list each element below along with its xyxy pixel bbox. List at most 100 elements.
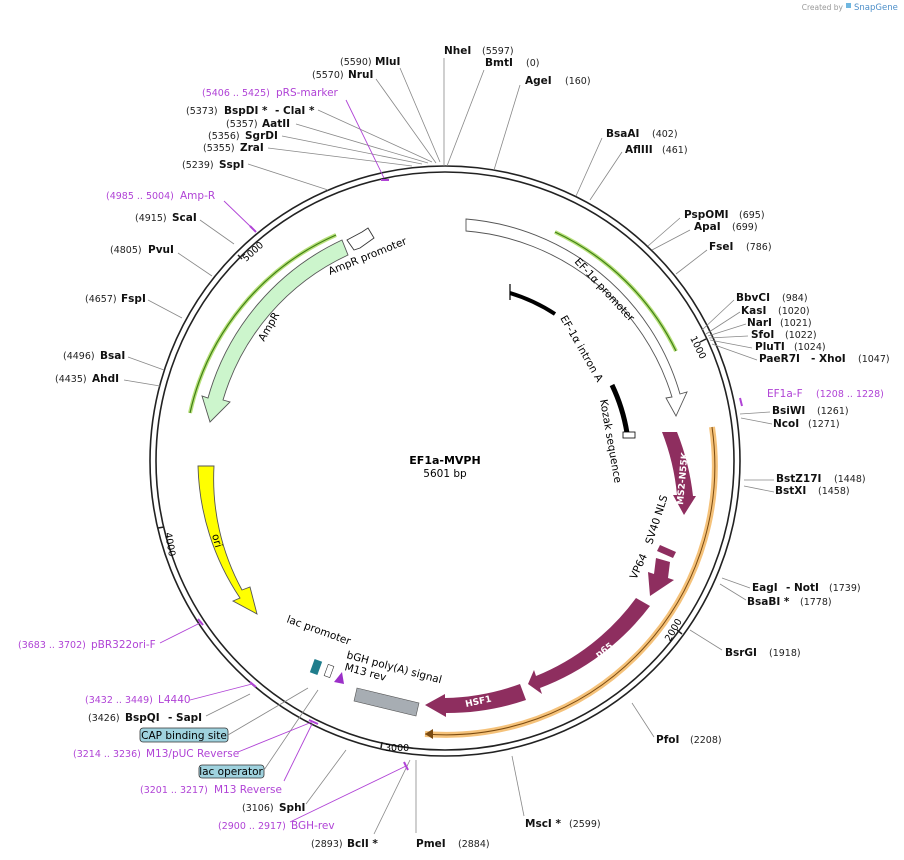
- enzyme-aatii[interactable]: AatII (5357): [226, 118, 290, 130]
- svg-text:(1918): (1918): [769, 648, 801, 659]
- enzyme-pspomi[interactable]: PspOMI (695): [684, 209, 765, 221]
- enzyme-pvui[interactable]: PvuI (4805): [110, 244, 213, 277]
- svg-text:EF-1α intron A: EF-1α intron A: [557, 314, 605, 385]
- enzyme-agei[interactable]: AgeI (160): [525, 75, 591, 87]
- enzyme-bsrgi[interactable]: BsrGI (1918): [725, 647, 801, 659]
- enzyme-msci[interactable]: MscI * (2599): [511, 755, 601, 830]
- svg-text:(5357): (5357): [226, 119, 258, 130]
- svg-text:ScaI: ScaI: [172, 212, 197, 224]
- enzyme-bsabi[interactable]: BsaBI * (1778): [747, 596, 832, 608]
- feature-kozak[interactable]: Kozak sequence: [597, 383, 636, 484]
- svg-text:NcoI: NcoI: [773, 418, 799, 430]
- ef1a-primer-arc: [554, 231, 677, 352]
- enzyme-scai[interactable]: ScaI (4915): [135, 212, 235, 245]
- enzyme-eagi-noti[interactable]: EagI - NotI (1739): [752, 582, 861, 594]
- svg-text:PmeI: PmeI: [416, 838, 446, 850]
- svg-text:(1047): (1047): [858, 354, 890, 365]
- svg-text:AatII: AatII: [262, 118, 290, 130]
- svg-text:(4985 .. 5004): (4985 .. 5004): [106, 191, 174, 202]
- primer-pbr322ori-f[interactable]: pBR322ori-F (3683 .. 3702): [18, 618, 204, 651]
- svg-text:ZraI: ZraI: [240, 142, 264, 154]
- enzyme-bmti[interactable]: BmtI (0): [485, 57, 539, 69]
- enzyme-fspi[interactable]: FspI (4657): [85, 293, 183, 319]
- enzyme-pfoi[interactable]: PfoI (2208): [656, 734, 722, 746]
- svg-text:AhdI: AhdI: [92, 373, 119, 385]
- primer-m13-reverse[interactable]: M13 Reverse (3201 .. 3217): [140, 723, 313, 796]
- enzyme-zrai[interactable]: ZraI (5355): [203, 142, 264, 154]
- svg-text:BstXI: BstXI: [775, 485, 806, 497]
- enzyme-bsaai[interactable]: BsaAI (402): [606, 128, 678, 140]
- enzyme-bstxi[interactable]: BstXI (1458): [775, 485, 850, 497]
- svg-text:(984): (984): [782, 293, 808, 304]
- enzyme-sfoi[interactable]: SfoI (1022): [751, 329, 817, 341]
- enzyme-nrui[interactable]: NruI (5570): [312, 69, 373, 81]
- feature-sv40-nls[interactable]: SV40 NLS: [643, 493, 676, 558]
- enzyme-bbvci[interactable]: BbvCI (984): [736, 292, 808, 304]
- feature-hsf1[interactable]: HSF1: [425, 684, 526, 717]
- svg-text:4000: 4000: [162, 532, 177, 558]
- enzyme-pmei[interactable]: PmeI (2884): [415, 760, 490, 850]
- cap-binding-site-box[interactable]: CAP binding site: [139, 687, 309, 743]
- svg-text:- NotI: - NotI: [786, 582, 819, 594]
- enzyme-sgrdi[interactable]: SgrDI (5356): [208, 130, 278, 142]
- svg-text:- ClaI *: - ClaI *: [275, 105, 315, 117]
- svg-text:(1271): (1271): [808, 419, 840, 430]
- hsf-primer-arc: [424, 426, 716, 736]
- svg-text:AgeI: AgeI: [525, 75, 552, 87]
- primer-amp-r[interactable]: Amp-R (4985 .. 5004): [106, 190, 257, 233]
- feature-ef1a-intron[interactable]: EF-1α intron A: [509, 284, 606, 385]
- enzyme-bcli[interactable]: BclI * (2893): [311, 759, 411, 850]
- enzyme-fsei[interactable]: FseI (786): [709, 241, 772, 253]
- svg-text:pBR322ori-F: pBR322ori-F: [91, 639, 156, 651]
- feature-p65[interactable]: p65: [528, 598, 650, 694]
- enzyme-pluti[interactable]: PluTI (1024): [755, 341, 826, 353]
- primer-prs-marker[interactable]: pRS-marker (5406 .. 5425): [202, 87, 389, 181]
- svg-text:SphI: SphI: [279, 802, 305, 814]
- feature-ori[interactable]: ori: [197, 465, 258, 615]
- svg-text:(5590): (5590): [340, 57, 372, 68]
- svg-text:MscI *: MscI *: [525, 818, 561, 830]
- primer-bgh-rev[interactable]: BGH-rev (2900 .. 2917): [218, 761, 409, 832]
- svg-text:BsrGI: BsrGI: [725, 647, 757, 659]
- svg-text:(5597): (5597): [482, 46, 514, 57]
- enzyme-sspi[interactable]: SspI (5239): [182, 159, 244, 171]
- svg-text:(0): (0): [526, 58, 539, 69]
- tick-4000: 4000: [157, 526, 177, 558]
- lac-operator-box[interactable]: lac operator: [198, 689, 319, 779]
- feature-lac-promoter[interactable]: lac promoter: [285, 614, 353, 679]
- svg-text:M13/pUC Reverse: M13/pUC Reverse: [146, 748, 239, 760]
- enzyme-nari[interactable]: NarI (1021): [747, 317, 812, 329]
- enzyme-ncoi[interactable]: NcoI (1271): [773, 418, 840, 430]
- svg-text:(1024): (1024): [794, 342, 826, 353]
- svg-text:FspI: FspI: [121, 293, 146, 305]
- primer-l4440[interactable]: L4440 (3432 .. 3449): [85, 681, 257, 706]
- enzyme-afliii[interactable]: AflIII (461): [625, 144, 688, 156]
- enzyme-bspdi-clai[interactable]: BspDI * - ClaI * (5373): [186, 105, 315, 117]
- primer-ef1a-f[interactable]: EF1a-F (1208 .. 1228): [739, 388, 884, 407]
- svg-text:SfoI: SfoI: [751, 329, 774, 341]
- enzyme-nhei[interactable]: NheI (5597): [444, 45, 514, 57]
- svg-text:(3683 .. 3702): (3683 .. 3702): [18, 640, 86, 651]
- svg-text:(786): (786): [746, 242, 772, 253]
- enzyme-bsai[interactable]: BsaI (4496): [63, 350, 165, 371]
- enzyme-bsiwi[interactable]: BsiWI (1261): [772, 405, 849, 417]
- feature-vp64[interactable]: VP64: [628, 552, 674, 596]
- enzyme-mlui[interactable]: MluI (5590): [340, 56, 400, 68]
- enzyme-bstz17i[interactable]: BstZ17I (1448): [776, 473, 866, 485]
- feature-ef1a-promoter[interactable]: EF-1α promoter: [465, 218, 688, 417]
- svg-text:BsaI: BsaI: [100, 350, 125, 362]
- feature-ms2-n55k[interactable]: MS2-N55K: [662, 432, 696, 515]
- enzyme-paer7i-xhoi[interactable]: PaeR7I - XhoI (1047): [759, 353, 890, 365]
- svg-text:(3106): (3106): [242, 803, 274, 814]
- svg-text:SgrDI: SgrDI: [245, 130, 278, 142]
- svg-text:EagI: EagI: [752, 582, 778, 594]
- enzyme-apai[interactable]: ApaI (699): [694, 221, 758, 233]
- svg-text:BspDI *: BspDI *: [224, 105, 268, 117]
- enzyme-sphi[interactable]: SphI (3106): [242, 749, 347, 814]
- enzyme-kasi[interactable]: KasI (1020): [741, 305, 810, 317]
- enzyme-ahdi[interactable]: AhdI (4435): [55, 373, 161, 387]
- primer-m13-puc-reverse[interactable]: M13/pUC Reverse (3214 .. 3236): [73, 719, 319, 760]
- enzyme-bspqi-sapi[interactable]: BspQI - SapI (3426): [88, 693, 251, 724]
- svg-text:(1020): (1020): [778, 306, 810, 317]
- svg-text:Amp-R: Amp-R: [180, 190, 215, 202]
